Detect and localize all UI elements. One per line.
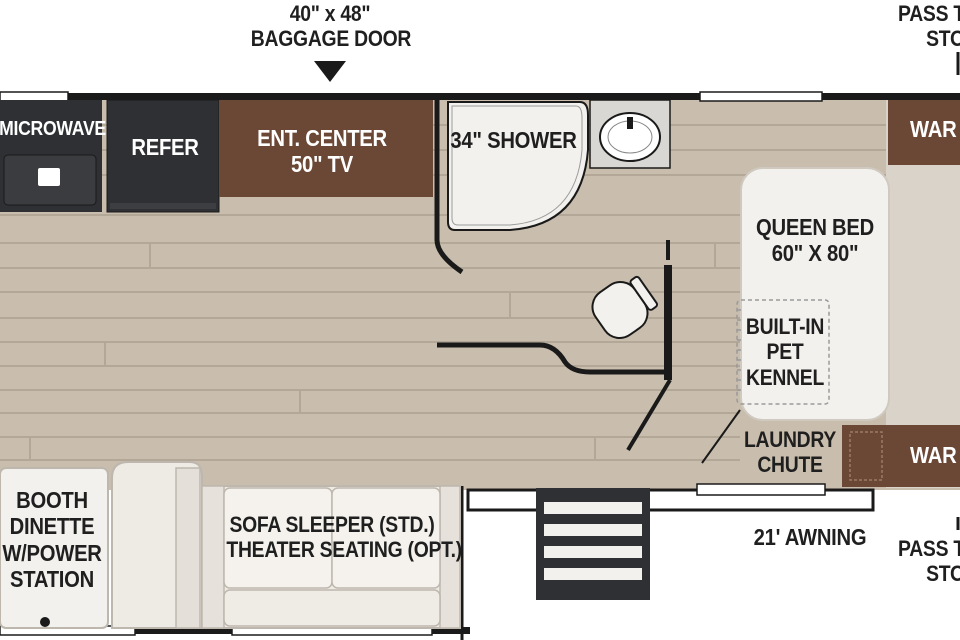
laundry-cabinet bbox=[842, 425, 888, 487]
refer-door-line bbox=[110, 203, 216, 209]
laundry-chute-label: LAUNDRY CHUTE bbox=[743, 427, 837, 478]
wardrobe-bottom-label: WAR bbox=[910, 442, 957, 468]
top-window bbox=[0, 91, 69, 102]
shower-label: 34" SHOWER bbox=[450, 127, 577, 153]
power-outlet-icon bbox=[40, 617, 50, 627]
refer-cabinet bbox=[106, 99, 220, 213]
queen-bed bbox=[740, 167, 890, 421]
pass-through-storage-top-label: PASS T STO bbox=[898, 1, 960, 52]
wardrobe-bottom bbox=[888, 425, 960, 487]
sofa-arm-left bbox=[201, 485, 225, 629]
baggage-door-label: 40" x 48" BAGGAGE DOOR bbox=[250, 1, 412, 52]
wardrobe-top bbox=[888, 100, 960, 165]
faucet-icon bbox=[627, 117, 633, 129]
sofa-back bbox=[223, 589, 441, 627]
bath-partition-wall bbox=[664, 265, 672, 380]
ent-center-label: ENT. CENTER 50" TV bbox=[257, 125, 387, 178]
pet-kennel-grille bbox=[737, 309, 741, 391]
bath-door bbox=[437, 342, 670, 375]
toilet-icon bbox=[591, 275, 658, 339]
booth-dinette-label: BOOTH DINETTE W/POWER STATION bbox=[2, 487, 102, 593]
entry-wall-window bbox=[696, 483, 826, 496]
pass-through-storage-bottom-label: PASS T STO bbox=[898, 536, 960, 587]
laundry-chute-outline bbox=[849, 431, 883, 481]
top-wall bbox=[0, 93, 960, 100]
wardrobe-top-label: WAR bbox=[910, 116, 957, 142]
pet-kennel-outline bbox=[736, 299, 830, 405]
shower-pan bbox=[447, 101, 589, 231]
dinette-table bbox=[0, 467, 109, 629]
laundry-door-swing bbox=[701, 409, 741, 464]
queen-bed-label: QUEEN BED 60" X 80" bbox=[756, 214, 874, 267]
dinette-bench-back bbox=[175, 467, 201, 629]
floor-plank-joints bbox=[29, 243, 716, 460]
entry-step-treads bbox=[544, 502, 642, 580]
ent-center-cabinet bbox=[219, 100, 433, 197]
pet-kennel-label: BUILT-IN PET KENNEL bbox=[745, 314, 825, 390]
bath-wall bbox=[434, 100, 464, 275]
bath-door-swing bbox=[626, 378, 672, 452]
top-window-right bbox=[699, 91, 823, 102]
baggage-door-arrow bbox=[314, 61, 346, 82]
refer-label: REFER bbox=[131, 134, 199, 160]
shower-inner bbox=[451, 105, 583, 226]
microwave-label: MICROWAVE bbox=[0, 118, 106, 140]
awning-label: 21' AWNING bbox=[753, 524, 867, 550]
cooktop-icon bbox=[38, 168, 60, 186]
sofa-cushion-right bbox=[331, 487, 441, 589]
sofa-label: SOFA SLEEPER (STD.) THEATER SEATING (OPT… bbox=[226, 512, 462, 563]
